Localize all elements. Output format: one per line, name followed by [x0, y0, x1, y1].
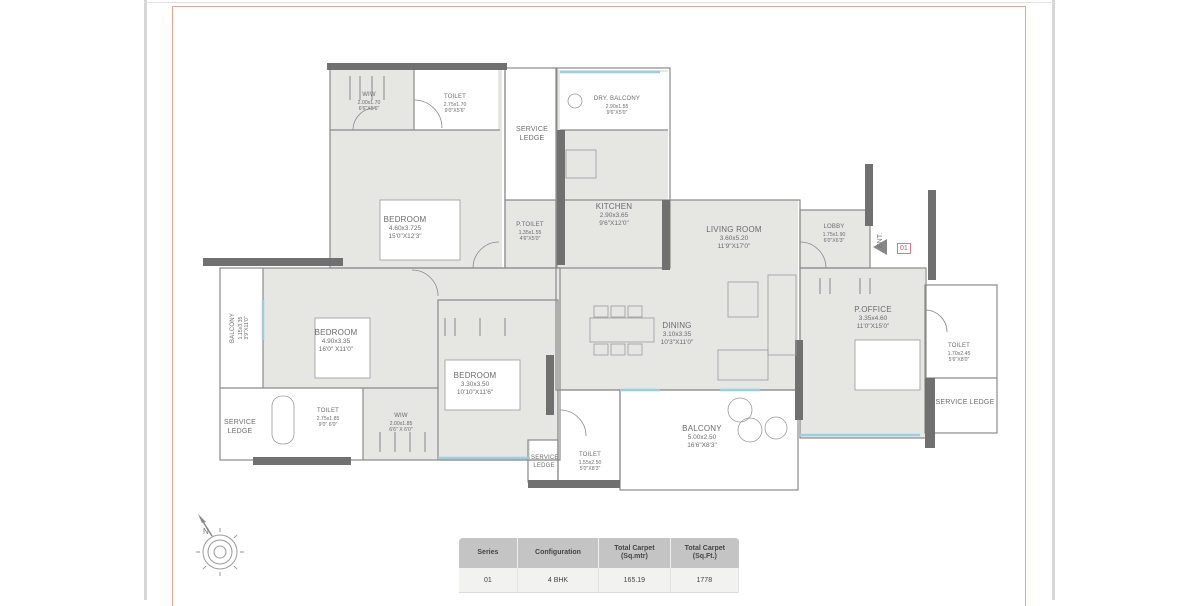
table-header-carpet-sqm: Total Carpet (Sq.mtr) [599, 538, 671, 568]
cell-carpet-sqft: 1778 [670, 568, 739, 593]
svg-text:N: N [203, 527, 209, 536]
page-edge-left [144, 0, 147, 600]
area-summary-table: Series Configuration Total Carpet (Sq.mt… [459, 538, 739, 593]
table-row: 01 4 BHK 165.19 1778 [459, 568, 739, 593]
table-header-configuration: Configuration [517, 538, 600, 568]
room-label-service-ledge-bottom: SERVICE LEDGE [531, 455, 559, 469]
entry-arrow-icon [873, 239, 887, 255]
cell-series: 01 [459, 568, 518, 593]
table-header-series: Series [459, 538, 518, 568]
sheet-border [172, 6, 1026, 606]
page-edge-top [144, 2, 1055, 3]
cell-configuration: 4 BHK [517, 568, 600, 593]
room-label-service-ledge-left: SERVICE LEDGE [223, 419, 256, 435]
entry-tag: 01 [897, 243, 911, 254]
page-edge-right [1052, 0, 1055, 600]
room-label-service-ledge-top: SERVICE LEDGE [515, 126, 548, 142]
room-label-service-ledge-right: SERVICE LEDGE [935, 399, 995, 406]
table-header-carpet-sqft: Total Carpet (Sq.Ft.) [670, 538, 739, 568]
north-compass-icon: N [196, 514, 244, 576]
entry-label: ENT. [877, 232, 884, 248]
cell-carpet-sqm: 165.19 [599, 568, 671, 593]
